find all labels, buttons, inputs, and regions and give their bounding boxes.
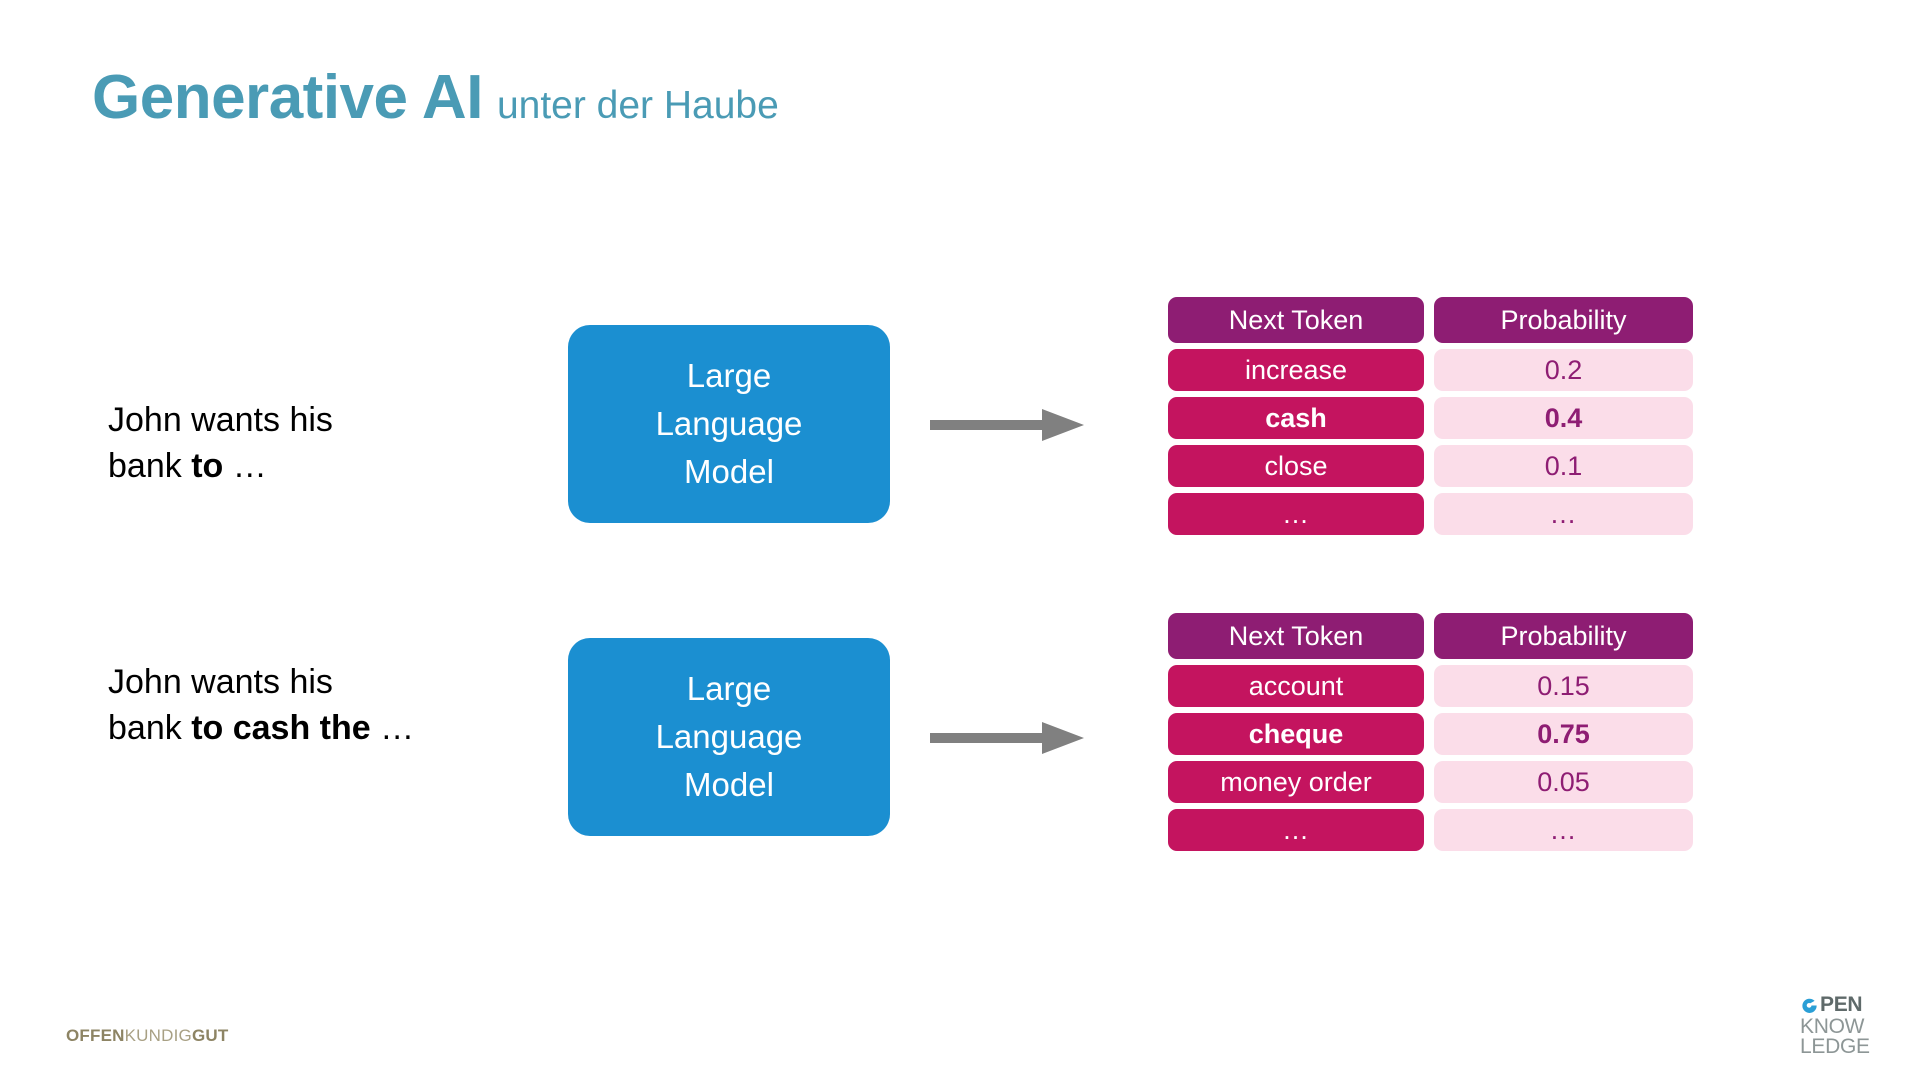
arrow-right-icon-2 — [930, 722, 1084, 754]
token-probability-table-1: Next Token increase cash close … Probabi… — [1168, 297, 1693, 535]
table-header-probability: Probability — [1434, 297, 1693, 343]
llm-box-2: Large Language Model — [568, 638, 890, 836]
prompt-line1: John wants his — [108, 663, 333, 701]
table-row: increase — [1168, 349, 1424, 391]
table-row: 0.1 — [1434, 445, 1693, 487]
table-row: money order — [1168, 761, 1424, 803]
prompt-line2-bold: to cash the — [191, 708, 371, 747]
okg-part-offen: OFFEN — [66, 1026, 125, 1045]
open-circle-icon — [1802, 998, 1817, 1013]
openknowledge-word-ledge: LEDGE — [1800, 1035, 1870, 1059]
llm-box-1: Large Language Model — [568, 325, 890, 523]
prompt-line1: John wants his — [108, 401, 333, 439]
prompt-line2-tail: … — [370, 708, 415, 747]
table-row: 0.4 — [1434, 397, 1693, 439]
llm-label-line1: Large — [686, 357, 772, 395]
token-column-2: Next Token account cheque money order … — [1168, 613, 1424, 851]
token-probability-table-2: Next Token account cheque money order … … — [1168, 613, 1693, 851]
table-row: … — [1168, 809, 1424, 851]
table-row: … — [1434, 809, 1693, 851]
prompt-line2-plain: bank — [108, 446, 192, 485]
prompt-line2-plain: bank — [108, 708, 192, 747]
llm-label-line2: Language — [655, 718, 803, 756]
page-title: Generative AI unter der Haube — [92, 62, 779, 133]
page-title-subtitle: unter der Haube — [496, 84, 779, 127]
prompt-text-2: John wants his bank to cash the … — [108, 660, 538, 752]
table-header-probability: Probability — [1434, 613, 1693, 659]
okg-part-gut: GUT — [191, 1026, 229, 1045]
table-row: 0.2 — [1434, 349, 1693, 391]
probability-column-1: Probability 0.2 0.4 0.1 … — [1434, 297, 1693, 535]
table-row: … — [1168, 493, 1424, 535]
prompt-line2-bold: to — [191, 446, 224, 485]
prompt-line2-tail: … — [223, 446, 267, 485]
openknowledge-logo: PEN KNOW LEDGE — [1800, 993, 1870, 1058]
llm-label-line2: Language — [655, 405, 803, 443]
offenkundiggut-logo: OFFENKUNDIGGUT — [66, 1026, 228, 1046]
probability-column-2: Probability 0.15 0.75 0.05 … — [1434, 613, 1693, 851]
table-row: account — [1168, 665, 1424, 707]
table-row: close — [1168, 445, 1424, 487]
table-header-next-token: Next Token — [1168, 297, 1424, 343]
page-title-main: Generative AI — [92, 63, 483, 132]
table-row: 0.75 — [1434, 713, 1693, 755]
llm-label-line3: Model — [684, 765, 774, 803]
llm-label-line1: Large — [686, 670, 772, 708]
openknowledge-word-know: KNOW — [1800, 1015, 1865, 1038]
okg-part-kundig: KUNDIG — [124, 1026, 192, 1045]
table-header-next-token: Next Token — [1168, 613, 1424, 659]
table-row: … — [1434, 493, 1693, 535]
table-row: 0.05 — [1434, 761, 1693, 803]
prompt-text-1: John wants his bank to … — [108, 398, 538, 490]
table-row: cheque — [1168, 713, 1424, 755]
openknowledge-logo-row1: PEN — [1800, 993, 1870, 1017]
llm-label-line3: Model — [684, 452, 774, 490]
arrow-right-icon-1 — [930, 409, 1084, 441]
table-row: 0.15 — [1434, 665, 1693, 707]
token-column-1: Next Token increase cash close … — [1168, 297, 1424, 535]
openknowledge-word-pen: PEN — [1820, 992, 1863, 1016]
table-row: cash — [1168, 397, 1424, 439]
